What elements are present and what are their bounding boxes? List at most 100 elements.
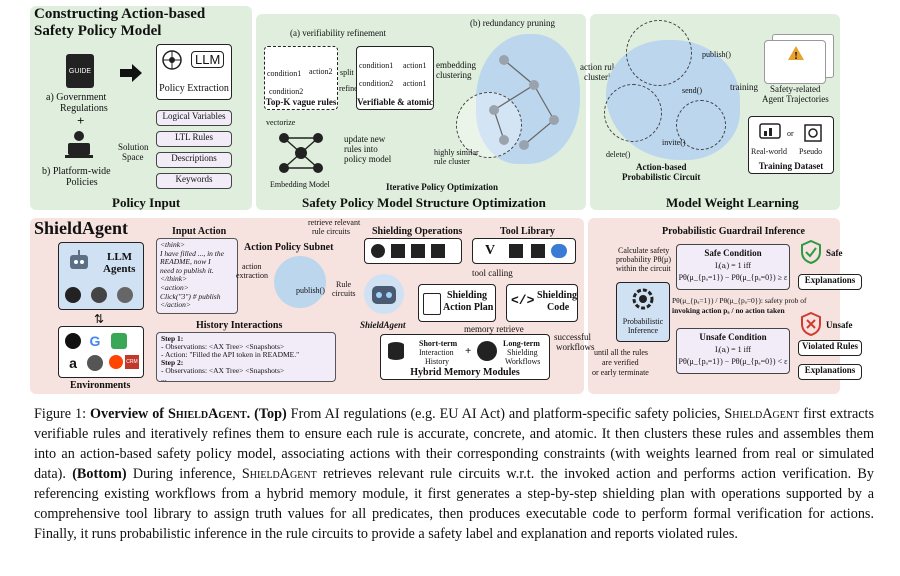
safe-label: Safe bbox=[826, 248, 843, 258]
agent-logo-3-icon bbox=[117, 287, 133, 303]
robot-icon bbox=[67, 249, 91, 275]
verifiable-atomic: Verifiable & atomic bbox=[357, 97, 433, 107]
history-line-0: Step 1: bbox=[161, 334, 184, 343]
action-based-2: Probabilistic Circuit bbox=[622, 172, 701, 182]
ratio-text-2: invoking action pₐ / no action taken bbox=[672, 306, 785, 315]
short-term-2: Interaction bbox=[419, 348, 454, 357]
weight-learning-label: Model Weight Learning bbox=[666, 195, 799, 210]
input-line-5: <action> bbox=[160, 282, 189, 292]
workflow-network-icon bbox=[477, 341, 497, 361]
history-line-3: Step 2: bbox=[161, 358, 184, 367]
refine-label: refine bbox=[339, 84, 358, 93]
gov-regs-2: Regulations bbox=[60, 103, 108, 114]
shielding-plan-2: Action Plan bbox=[443, 302, 494, 313]
shieldagent-label: ShieldAgent bbox=[360, 320, 406, 330]
caption-bottom-tag: (Bottom) bbox=[72, 466, 127, 482]
embedding-clustering-1: embedding bbox=[436, 60, 476, 70]
database-icon bbox=[387, 341, 405, 361]
inference-gear-icon bbox=[631, 287, 655, 311]
safety-traj-1: Safety-related bbox=[770, 84, 821, 94]
memory-plus: + bbox=[465, 345, 472, 357]
vague-rules-box: condition1 action2 condition2 Top-K vagu… bbox=[264, 46, 338, 110]
act1-b: action1 bbox=[403, 61, 427, 70]
action-rule-clustering-2: clustering bbox=[584, 72, 620, 82]
send-fn: send() bbox=[682, 86, 702, 95]
caption-bold-head: Overview of bbox=[89, 406, 168, 422]
google-icon: G bbox=[89, 333, 101, 349]
real-world-label: Real-world bbox=[751, 147, 787, 156]
circuit-circle-1 bbox=[626, 20, 692, 86]
op-grid-icon bbox=[431, 244, 445, 258]
history-line-1: - Observations: <AX Tree> <Snapshots> bbox=[161, 342, 285, 351]
long-term-3: Workflows bbox=[505, 357, 541, 366]
action-based-1: Action-based bbox=[636, 162, 687, 172]
embedding-model: Embedding Model bbox=[270, 180, 330, 189]
verifiable-box: condition1 action1 condition2 action1 Ve… bbox=[356, 46, 434, 110]
short-term-1: Short-term bbox=[419, 339, 458, 348]
llm-agents-box: LLM Agents bbox=[58, 242, 144, 310]
gov-regs-1: a) Government bbox=[46, 92, 107, 103]
ltl-rules-box: LTL Rules bbox=[156, 131, 232, 147]
successful-workflows-1: successful bbox=[554, 332, 591, 342]
top-title-1: Constructing Action-based bbox=[34, 6, 206, 22]
policy-input-label: Policy Input bbox=[112, 195, 181, 210]
until-verified-3: or early terminate bbox=[592, 368, 649, 377]
unsafe-condition: Unsafe Condition bbox=[699, 332, 767, 342]
environments-label: Environments bbox=[70, 380, 131, 391]
shielding-plan-1: Shielding bbox=[447, 290, 488, 301]
history-line-5: ... bbox=[161, 374, 167, 383]
safe-condition-box: Safe Condition Iᵢ(aᵢ) = 1 iff Pθ(μ_{pₐ=1… bbox=[676, 244, 790, 290]
llm-label: LLM bbox=[191, 51, 225, 68]
bidirectional-arrow-icon: ⇅ bbox=[94, 312, 105, 326]
caption-part1: From AI regulations (e.g. EU AI Act) and… bbox=[286, 406, 725, 422]
pseudo-icon bbox=[803, 123, 823, 143]
cond2-a: condition2 bbox=[269, 87, 304, 96]
highly-similar-2: rule cluster bbox=[434, 157, 470, 166]
caption-shieldagent-2: ShieldAgent bbox=[724, 406, 800, 422]
input-action-box: <think> I have filled ..., in the README… bbox=[156, 238, 238, 314]
update-rules-3: policy model bbox=[344, 154, 392, 164]
prob-inference-2: Inference bbox=[627, 326, 659, 335]
llm-agents-2: Agents bbox=[103, 263, 136, 275]
memory-retrieve: memory retrieve bbox=[464, 324, 524, 334]
cond1-b: condition1 bbox=[359, 61, 394, 70]
redundancy-pruning: (b) redundancy pruning bbox=[470, 18, 555, 28]
solution-space-2: Space bbox=[122, 152, 144, 162]
caption-shieldagent-1: ShieldAgent bbox=[167, 406, 247, 422]
action-extraction-2: extraction bbox=[236, 271, 268, 280]
hybrid-memory-label: Hybrid Memory Modules bbox=[410, 367, 520, 378]
input-line-4: </think> bbox=[160, 274, 188, 284]
training-dataset: Training Dataset bbox=[758, 161, 824, 171]
subnet-blob bbox=[274, 256, 326, 308]
caption-shieldagent-3: ShieldAgent bbox=[241, 466, 317, 482]
safe-shield-icon bbox=[800, 240, 822, 264]
cond2-b: condition2 bbox=[359, 79, 394, 88]
unsafe-eq1: Iᵢ(aᵢ) = 1 iff bbox=[714, 345, 752, 354]
unsafe-eq2: Pθ(μ_{pₐ=1}) − Pθ(μ_{pₐ=0}) < ε bbox=[678, 357, 788, 366]
update-rules-1: update new bbox=[344, 134, 386, 144]
input-line-1: I have filled ..., in the bbox=[160, 248, 224, 258]
tool-2-icon bbox=[509, 244, 523, 258]
safe-condition: Safe Condition bbox=[704, 248, 762, 258]
act2-a: action2 bbox=[309, 67, 333, 76]
safe-explanations-box: Explanations bbox=[798, 274, 862, 290]
delete-fn: delete() bbox=[606, 150, 631, 159]
keywords-box: Keywords bbox=[156, 173, 232, 189]
logical-variables-box: Logical Variables bbox=[156, 110, 232, 126]
until-verified-1: until all the rules bbox=[594, 348, 648, 357]
prob-guardrail-label: Probabilistic Guardrail Inference bbox=[662, 226, 805, 237]
user-icon bbox=[87, 355, 103, 371]
platform-1: b) Platform-wide bbox=[42, 166, 111, 177]
embedding-clustering-2: clustering bbox=[436, 70, 472, 80]
crm-icon: CRM bbox=[125, 355, 139, 369]
shielding-code-2: Code bbox=[547, 302, 570, 313]
agent-logo-2-icon bbox=[91, 287, 107, 303]
prob-inference-1: Probabilistic bbox=[622, 317, 664, 326]
shieldagent-title: ShieldAgent bbox=[34, 218, 129, 238]
calc-prob-2: probability Pθ(μ) bbox=[616, 255, 672, 264]
history-box: Step 1: - Observations: <AX Tree> <Snaps… bbox=[156, 332, 336, 383]
topk-vague: Top-K vague rules bbox=[265, 97, 337, 107]
ratio-text-1: Pθ(μ_{pₐ=1}) / Pθ(μ_{pₐ=0}): safety prob… bbox=[672, 296, 807, 305]
op-list-icon bbox=[391, 244, 405, 258]
highly-similar-1: highly similar bbox=[434, 148, 479, 157]
